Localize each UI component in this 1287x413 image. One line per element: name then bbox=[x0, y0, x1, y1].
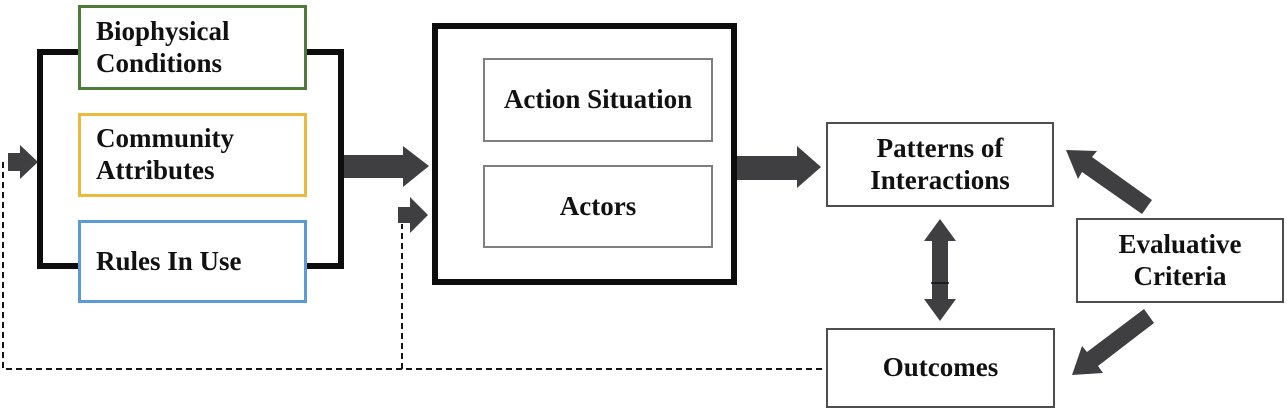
community-attributes-box: Community Attributes bbox=[78, 113, 307, 197]
outcomes-label: Outcomes bbox=[882, 352, 999, 383]
patterns-of-interactions-box: Patterns of Interactions bbox=[826, 122, 1054, 207]
action-to-patterns-arrow bbox=[737, 146, 821, 188]
exogenous-to-action-arrow bbox=[344, 146, 429, 187]
actors-box: Actors bbox=[483, 165, 713, 248]
patterns-outcomes-double-arrow bbox=[924, 219, 956, 321]
biophysical-conditions-box: Biophysical Conditions bbox=[78, 5, 307, 90]
outcomes-box: Outcomes bbox=[826, 328, 1055, 408]
rules-in-use-box: Rules In Use bbox=[78, 220, 307, 303]
action-situation-label: Action Situation bbox=[503, 84, 693, 115]
evaluative-criteria-label: Evaluative Criteria bbox=[1118, 228, 1242, 291]
action-situation-box: Action Situation bbox=[483, 58, 713, 142]
rules-in-use-label: Rules In Use bbox=[96, 245, 242, 276]
actors-label: Actors bbox=[559, 190, 637, 221]
evaluative-criteria-box: Evaluative Criteria bbox=[1076, 218, 1284, 303]
biophysical-conditions-label: Biophysical Conditions bbox=[96, 15, 230, 78]
feedback-to-action-arrow bbox=[398, 197, 428, 233]
patterns-of-interactions-label: Patterns of Interactions bbox=[870, 132, 1010, 195]
evaluative-to-patterns-arrow bbox=[1066, 150, 1152, 214]
evaluative-to-outcomes-arrow bbox=[1072, 309, 1154, 375]
community-attributes-label: Community Attributes bbox=[96, 123, 235, 185]
external-input-arrow bbox=[8, 145, 38, 179]
